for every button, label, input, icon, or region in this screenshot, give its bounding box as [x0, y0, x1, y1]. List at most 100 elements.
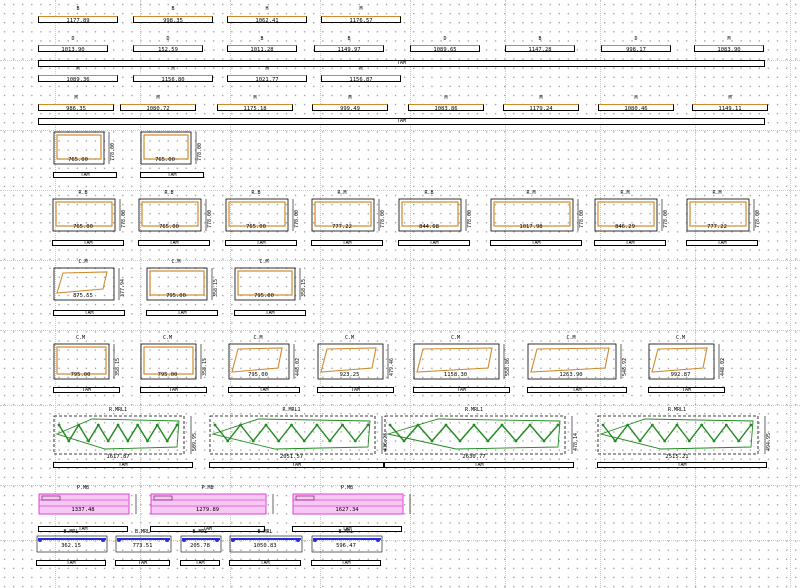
piece-header: M: [444, 95, 448, 101]
frame-piece[interactable]: [138, 198, 214, 244]
plate-piece[interactable]: [150, 493, 281, 523]
grid-line: [410, 0, 411, 588]
tam-tag: [311, 560, 381, 566]
side-dimension: 778.00: [207, 209, 213, 228]
length-value: 205.78: [190, 543, 210, 549]
piece-header: M: [348, 95, 352, 101]
piece-header: D: [166, 36, 170, 42]
bar-piece: [692, 104, 768, 111]
frame-piece[interactable]: [527, 343, 629, 392]
piece-header: R.MRL1: [282, 407, 301, 413]
length-value: 1149.11: [718, 106, 742, 112]
frame-piece[interactable]: [53, 343, 122, 392]
length-value: 992.87: [670, 372, 691, 378]
length-value: 795.00: [248, 372, 268, 378]
tam-tag: [138, 240, 210, 246]
frame-piece[interactable]: [413, 343, 512, 392]
piece-header: M: [359, 6, 363, 12]
tam-tag: [597, 462, 767, 468]
tam-label: TAM: [531, 240, 541, 246]
side-dimension: 448.02: [720, 357, 726, 376]
truss-piece[interactable]: [209, 415, 394, 473]
frame-piece[interactable]: [225, 198, 301, 244]
piece-header: P.M8: [201, 485, 214, 491]
bar-piece: [227, 75, 307, 82]
frame-piece[interactable]: [146, 267, 220, 313]
tam-label: TAM: [78, 526, 88, 532]
side-dimension: 778.00: [663, 209, 669, 228]
length-value: 1147.28: [528, 47, 552, 53]
frame-piece[interactable]: [490, 198, 586, 244]
side-dimension: 358.15: [202, 357, 208, 376]
tam-tag: [225, 240, 297, 246]
bar-piece: [120, 104, 196, 111]
tam-label: TAM: [66, 560, 76, 566]
tam-label: TAM: [474, 462, 484, 468]
frame-piece[interactable]: [53, 131, 117, 177]
piece-header: R.MRL1: [464, 407, 484, 413]
rail-piece[interactable]: [311, 535, 391, 555]
frame-piece[interactable]: [311, 198, 387, 244]
frame-piece[interactable]: [686, 198, 762, 244]
tam-label: TAM: [350, 387, 361, 393]
piece-header: B.MRL: [134, 529, 151, 535]
piece-header: C.M: [162, 335, 173, 341]
grid-line: [55, 0, 56, 588]
plate-piece[interactable]: [292, 493, 418, 523]
rail-piece[interactable]: [180, 535, 230, 555]
bar-piece: [408, 104, 484, 111]
rail-piece[interactable]: [229, 535, 311, 555]
truss-piece[interactable]: [53, 415, 203, 473]
tam-tag: [292, 526, 402, 532]
length-value: 923.25: [339, 372, 360, 378]
length-value: 2051.57: [279, 454, 304, 460]
frame-piece[interactable]: [140, 343, 209, 392]
rail-piece[interactable]: [36, 535, 116, 555]
length-value: 1149.97: [337, 47, 361, 53]
piece-header: R.B: [424, 190, 434, 196]
bar-piece: [601, 45, 671, 52]
bar-piece: [321, 16, 401, 23]
frame-piece[interactable]: [52, 198, 128, 244]
bar-piece: [133, 16, 213, 23]
rail-piece[interactable]: [115, 535, 180, 555]
piece-header: D: [443, 36, 447, 42]
frame-piece[interactable]: [398, 198, 474, 244]
tam-label: TAM: [137, 560, 148, 566]
side-dimension: 778.00: [121, 209, 127, 228]
bar-piece: [505, 45, 575, 52]
frame-piece[interactable]: [594, 198, 670, 244]
piece-header: H: [265, 6, 269, 12]
piece-header: B.MRL: [338, 529, 354, 535]
bar-piece: [694, 45, 764, 52]
frame-piece[interactable]: [648, 343, 727, 392]
grid-line: [140, 0, 141, 588]
length-value: 1017.98: [519, 224, 543, 230]
tam-label: TAM: [195, 560, 205, 566]
tam-label: TAM: [202, 526, 213, 532]
side-dimension: 509.95: [192, 432, 198, 451]
length-value: 999.49: [340, 106, 360, 112]
side-dimension: 478.14: [573, 432, 579, 451]
piece-header: M: [727, 36, 731, 42]
length-value: 1083.86: [434, 106, 458, 112]
side-dimension: 778.00: [467, 209, 473, 228]
side-dimension: 548.92: [622, 357, 628, 376]
frame-piece[interactable]: [140, 131, 204, 177]
tam-label: TAM: [83, 240, 93, 246]
bar-piece: [314, 45, 384, 52]
tam-label: TAM: [169, 240, 179, 246]
truss-piece[interactable]: [597, 415, 777, 473]
frame-piece[interactable]: [234, 267, 308, 313]
length-value: 1156.80: [161, 77, 185, 83]
plate-piece[interactable]: [38, 493, 144, 523]
frame-piece[interactable]: [228, 343, 302, 392]
frame-piece[interactable]: [53, 267, 127, 313]
truss-piece[interactable]: [384, 415, 584, 473]
piece-header: R.M: [526, 190, 536, 196]
piece-header: C.M: [566, 335, 576, 341]
frame-piece[interactable]: [317, 343, 396, 392]
tam-tag: [594, 240, 666, 246]
length-value: 765.00: [159, 224, 179, 230]
